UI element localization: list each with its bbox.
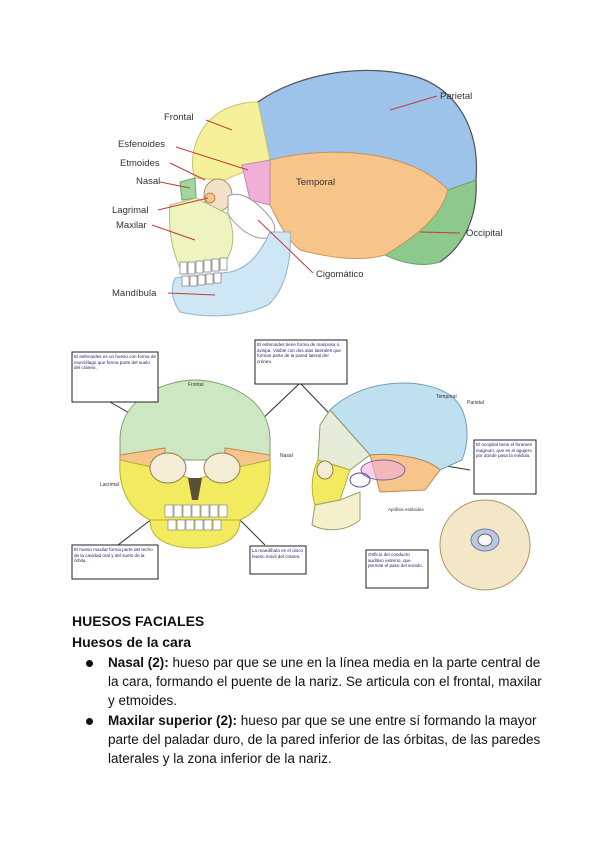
label-frontal: Frontal	[164, 112, 194, 123]
section-title: HUESOS FACIALES	[72, 613, 205, 629]
label-lat-apofisis: Apófisis estiloides	[388, 507, 425, 512]
note-box-right: El occipital tiene el foramen magnum, qu…	[473, 439, 537, 495]
label-front-frontal: Frontal	[188, 382, 204, 388]
lateral-skull-illustration: Frontal Esfenoides Etmoides Nasal Lagrim…	[112, 69, 502, 317]
bullet-icon	[86, 660, 93, 667]
bones-list: Nasal (2): hueso par que se une en la lí…	[72, 653, 542, 768]
list-item: Nasal (2): hueso par que se une en la lí…	[72, 653, 542, 710]
note-box-bottom-mid: Orificio del conducto auditivo externo, …	[365, 549, 429, 589]
label-esfenoides: Esfenoides	[118, 139, 165, 150]
skull-base-view	[439, 499, 531, 591]
label-temporal: Temporal	[296, 177, 335, 188]
lower-teeth	[181, 272, 222, 287]
bullet-icon	[86, 718, 93, 725]
nasal-bone	[179, 177, 197, 201]
label-etmoides: Etmoides	[120, 158, 160, 169]
label-occipital: Occipital	[466, 228, 502, 239]
item-text: hueso par que se une en la línea media e…	[108, 655, 542, 708]
note-box-left-top: El esfenoides es un hueso con forma de m…	[71, 351, 159, 403]
lacrimal-bone	[204, 192, 216, 204]
list-item: Maxilar superior (2): hueso par que se u…	[72, 711, 542, 768]
label-nasal: Nasal	[136, 176, 160, 187]
sphenoid-bone	[241, 159, 271, 206]
item-term: Nasal (2):	[108, 655, 169, 670]
bottom-skull-diagrams: Frontal Lacrimal Nasal Temporal Parietal…	[71, 339, 537, 591]
section-subtitle: Huesos de la cara	[72, 634, 192, 650]
item-text: hueso par que se une entre sí formando l…	[108, 713, 541, 766]
skull-anatomy-figure: Frontal Esfenoides Etmoides Nasal Lagrim…	[71, 69, 537, 591]
label-maxilar: Maxilar	[116, 220, 147, 231]
facial-bones-section: HUESOS FACIALES Huesos de la cara Nasal …	[72, 612, 542, 769]
label-front-lacrimal: Lacrimal	[100, 482, 119, 488]
label-lat-parietal: Parietal	[467, 400, 484, 406]
temporal-bone	[269, 151, 449, 260]
lateral-view-skull-small: Nasal Temporal Parietal Apófisis estiloi…	[280, 382, 484, 531]
note-box-center-top: El esfenoides tiene forma de mariposa o …	[254, 339, 348, 385]
item-term: Maxilar superior (2):	[108, 713, 238, 728]
label-lagrimal: Lagrimal	[112, 205, 148, 216]
label-parietal: Parietal	[440, 91, 472, 102]
note-box-center-bottom: La mandíbula es el único hueso móvil del…	[249, 545, 307, 575]
label-mandibula: Mandíbula	[112, 288, 157, 299]
label-cigomatico: Cigomático	[316, 269, 364, 280]
upper-teeth	[179, 257, 228, 275]
label-lat-temporal: Temporal	[436, 394, 457, 400]
label-lat-nasal: Nasal	[280, 453, 293, 459]
note-box-left-bottom: El hueso maxilar forma parte del techo d…	[71, 544, 159, 580]
frontal-view-skull: Frontal Lacrimal	[100, 379, 271, 549]
